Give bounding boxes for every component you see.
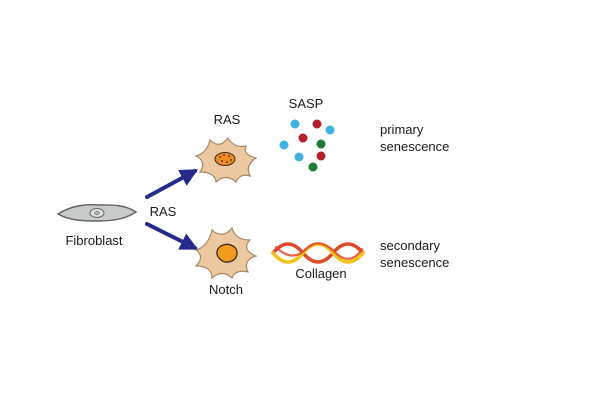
sasp-particles-icon bbox=[279, 119, 335, 172]
notch-senescent-cell-icon bbox=[194, 226, 258, 280]
sasp-label: SASP bbox=[289, 96, 324, 111]
fibroblast-cell-icon bbox=[56, 204, 138, 222]
ras-cell-label: RAS bbox=[214, 112, 241, 127]
collagen-fiber-icon bbox=[271, 242, 365, 264]
notch-cell-label: Notch bbox=[209, 282, 243, 297]
primary-label-line2: senescence bbox=[380, 139, 449, 154]
arrow-ras-label: RAS bbox=[150, 204, 177, 219]
ras-senescent-cell-icon bbox=[194, 136, 258, 184]
collagen-label: Collagen bbox=[295, 266, 346, 281]
fibroblast-label: Fibroblast bbox=[65, 233, 122, 248]
secondary-label-line1: secondary bbox=[380, 238, 440, 253]
secondary-label-line2: senescence bbox=[380, 255, 449, 270]
arrow-to-ras-cell bbox=[145, 169, 199, 199]
arrow-to-notch-cell bbox=[145, 222, 199, 250]
primary-label-line1: primary bbox=[380, 122, 424, 137]
